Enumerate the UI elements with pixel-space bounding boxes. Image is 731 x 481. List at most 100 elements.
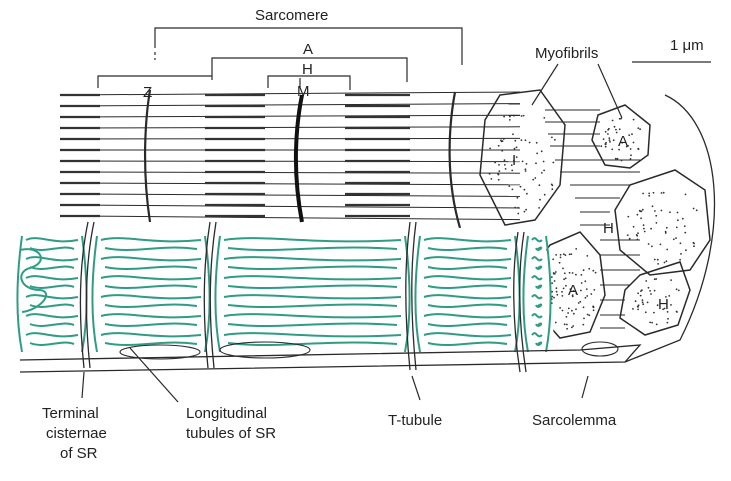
stipple-dot [648, 243, 650, 245]
stipple-dot [560, 257, 562, 259]
filament-line [65, 127, 521, 128]
stipple-dot [525, 139, 527, 141]
sr-tubule [536, 305, 541, 307]
stipple-dot [685, 194, 687, 196]
stipple-dot [667, 322, 669, 324]
stipple-dot [637, 232, 639, 234]
stipple-dot [512, 189, 514, 191]
stipple-dot [551, 188, 553, 190]
stipple-dot [536, 153, 538, 155]
stipple-dot [556, 287, 558, 289]
stipple-dot [619, 128, 621, 130]
stipple-dot [498, 145, 500, 147]
sr-tubule [536, 286, 541, 288]
z-line-1 [145, 90, 150, 222]
stipple-dot [642, 209, 644, 211]
stipple-dot [555, 254, 557, 256]
stipple-dot [654, 278, 656, 280]
filament-line [60, 92, 520, 95]
stipple-dot [543, 170, 545, 172]
stipple-dot [562, 310, 564, 312]
stipple-dot [569, 254, 571, 256]
stipple-dot [651, 246, 653, 248]
stipple-dot [508, 185, 510, 187]
stipple-dot [572, 325, 574, 327]
stipple-dot [619, 118, 621, 120]
stipple-dot [586, 288, 588, 290]
stipple-dot [677, 212, 679, 214]
stipple-dot [650, 293, 652, 295]
scale-label: 1 μm [670, 37, 704, 54]
stipple-dot [648, 193, 650, 195]
stipple-dot [526, 163, 528, 165]
stipple-dot [504, 164, 506, 166]
stipple-dot [560, 254, 562, 256]
stipple-dot [627, 234, 629, 236]
stipple-dot [657, 263, 659, 265]
stipple-dot [498, 170, 500, 172]
fibril-i-label: I [512, 152, 516, 169]
stipple-dot [517, 207, 519, 209]
stipple-dot [680, 242, 682, 244]
stipple-dot [520, 186, 522, 188]
stipple-dot [509, 119, 511, 121]
stipple-dot [566, 324, 568, 326]
stipple-dot [581, 274, 583, 276]
stipple-dot [639, 128, 641, 130]
stipple-dot [584, 280, 586, 282]
stipple-dot [516, 146, 518, 148]
stipple-dot [555, 322, 557, 324]
stipple-dot [666, 249, 668, 251]
stipple-dot [633, 142, 635, 144]
stipple-dot [684, 232, 686, 234]
h-band-label: H [302, 61, 313, 78]
stipple-dot [643, 228, 645, 230]
stipple-dot [513, 115, 515, 117]
stipple-dot [639, 210, 641, 212]
stipple-dot [667, 318, 669, 320]
stipple-dot [670, 279, 672, 281]
upper-myofibril [60, 90, 520, 228]
stipple-dot [633, 226, 635, 228]
stipple-dot [562, 268, 564, 270]
stipple-dot [565, 254, 567, 256]
brackets [98, 28, 462, 90]
filament-line [77, 216, 521, 220]
stipple-dot [648, 195, 650, 197]
sr-tubule [536, 324, 541, 326]
stipple-dot [526, 193, 528, 195]
stipple-dot [637, 239, 639, 241]
stipple-dot [565, 277, 567, 279]
stipple-dot [580, 290, 582, 292]
stipple-dot [663, 192, 665, 194]
stipple-dot [664, 262, 666, 264]
stipple-dot [494, 162, 496, 164]
sarcolemma-leader [582, 376, 588, 398]
stipple-dot [551, 282, 553, 284]
a-band-label: A [303, 41, 313, 58]
stipple-dot [642, 299, 644, 301]
stipple-dot [605, 142, 607, 144]
stipple-dot [539, 199, 541, 201]
stipple-dot [648, 287, 650, 289]
stipple-dot [536, 142, 538, 144]
t-tubule-leader [412, 376, 420, 400]
stipple-dot [645, 280, 647, 282]
stipple-dot [505, 168, 507, 170]
stipple-dot [565, 285, 567, 287]
stipple-dot [579, 301, 581, 303]
stipple-dot [644, 231, 646, 233]
z-bracket [98, 76, 212, 88]
stipple-dot [675, 237, 677, 239]
stipple-dot [561, 291, 563, 293]
stipple-dot [538, 207, 540, 209]
stipple-dot [524, 211, 526, 213]
stipple-dot [607, 133, 609, 135]
stipple-dot [535, 162, 537, 164]
stipple-dot [636, 235, 638, 237]
stipple-dot [586, 295, 588, 297]
stipple-dot [556, 294, 558, 296]
stipple-dot [539, 184, 541, 186]
stipple-dot [582, 324, 584, 326]
sarcolemma-outline [625, 95, 715, 362]
